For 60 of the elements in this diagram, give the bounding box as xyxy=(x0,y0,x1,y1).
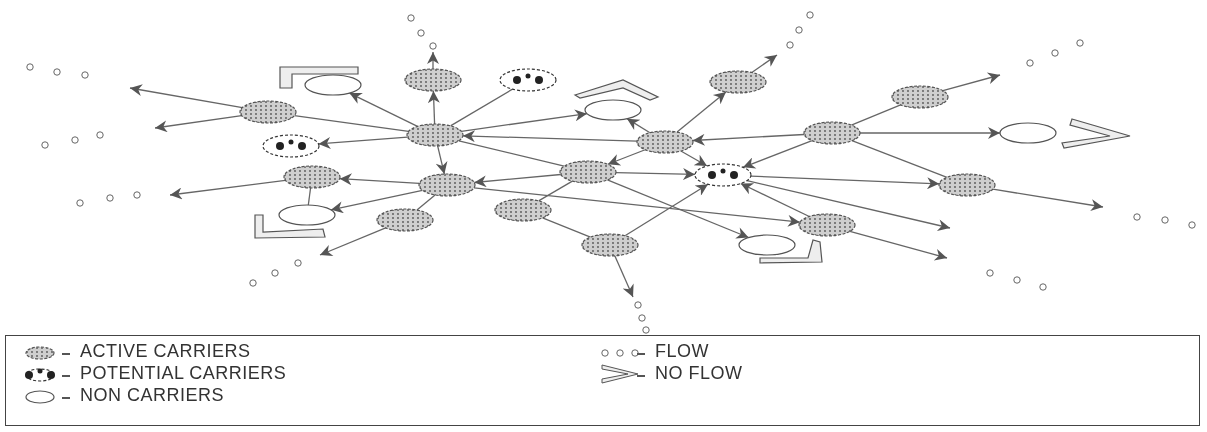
arrow xyxy=(740,182,810,218)
potential-carrier-ellipse xyxy=(499,68,557,92)
active-carrier-ellipse xyxy=(803,121,861,145)
non-carrier-ellipse xyxy=(584,99,642,121)
arrow xyxy=(154,115,243,133)
active-carrier-ellipse xyxy=(798,213,856,237)
arrow xyxy=(460,109,588,132)
non-carrier-ellipse xyxy=(304,74,362,96)
arrow xyxy=(330,189,424,214)
arrow xyxy=(427,90,440,125)
arrow xyxy=(942,72,1001,92)
arrow xyxy=(680,150,708,167)
arrow xyxy=(849,230,948,261)
arrow xyxy=(319,227,387,256)
non-carrier-ellipse xyxy=(999,122,1057,144)
arrow xyxy=(473,187,801,227)
arrow xyxy=(473,173,562,188)
arrow xyxy=(348,92,419,128)
active-carrier-ellipse xyxy=(581,233,639,257)
active-carrier-ellipse xyxy=(404,68,462,92)
arrow xyxy=(427,51,439,70)
arrow xyxy=(339,173,420,186)
legend-label: ACTIVE CARRIERS xyxy=(80,341,251,362)
arrow xyxy=(624,183,709,237)
potential-carrier-ellipse xyxy=(694,163,752,187)
active-carrier-ellipse xyxy=(418,173,476,197)
active-carrier-ellipse xyxy=(636,130,694,154)
active-carrier-ellipse xyxy=(283,165,341,189)
non-carrier-ellipse xyxy=(278,204,336,226)
non-carrier-ellipse xyxy=(738,234,796,256)
active-carrier-ellipse xyxy=(559,160,617,184)
active-carrier-ellipse xyxy=(891,85,949,109)
legend-label: POTENTIAL CARRIERS xyxy=(80,363,287,384)
arrow xyxy=(692,133,805,146)
legend-label: NO FLOW xyxy=(655,363,743,384)
arrow xyxy=(169,179,286,200)
active-carrier-ellipse xyxy=(494,198,552,222)
active-carrier-ellipse xyxy=(376,208,434,232)
arrow xyxy=(317,136,409,149)
arrow xyxy=(676,91,727,133)
active-carrier-ellipse xyxy=(709,70,767,94)
active-carrier-ellipse xyxy=(239,100,297,124)
arrow xyxy=(992,188,1104,211)
potential-carrier-ellipse xyxy=(262,134,320,158)
arrow xyxy=(742,140,813,169)
active-carrier-ellipse xyxy=(406,123,464,147)
active-carrier-ellipse xyxy=(938,173,996,197)
arrow xyxy=(615,168,696,181)
arrow xyxy=(607,149,646,166)
arrow xyxy=(614,255,634,298)
arrow xyxy=(750,175,940,190)
legend-label: NON CARRIERS xyxy=(80,385,224,406)
arrow xyxy=(462,130,638,143)
arrow xyxy=(606,179,750,239)
arrow xyxy=(129,84,244,109)
arrow xyxy=(746,179,951,232)
arrow xyxy=(626,118,651,134)
arrow xyxy=(751,54,778,74)
arrow xyxy=(435,145,448,175)
legend-label: FLOW xyxy=(655,341,709,362)
